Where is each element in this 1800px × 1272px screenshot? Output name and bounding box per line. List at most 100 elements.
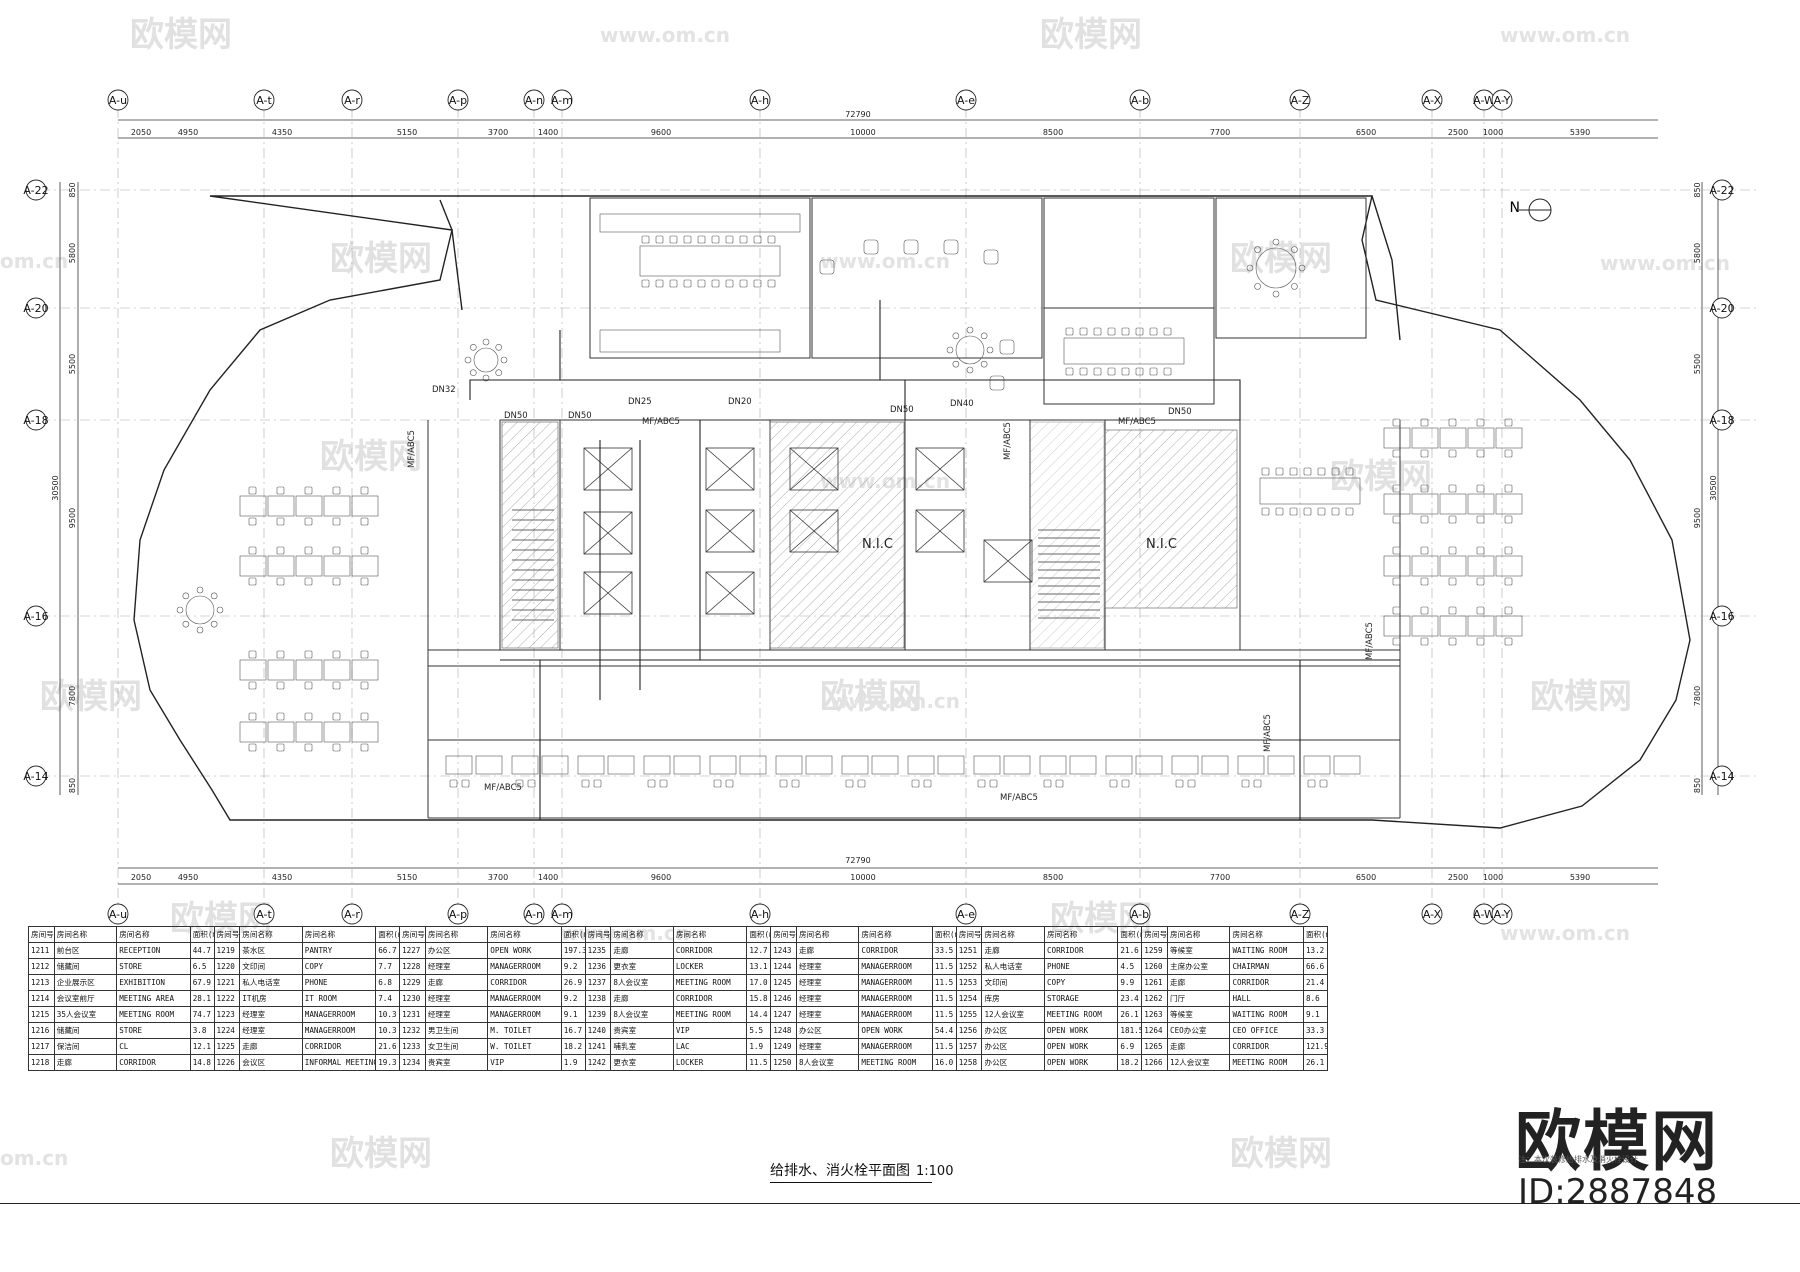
room-schedule-cell: 9.2	[560, 990, 586, 1007]
room-schedule-cell: MEETING ROOM	[672, 974, 748, 991]
room-schedule-cell: MEETING ROOM	[1229, 1054, 1304, 1071]
room-schedule-cell: 茶水区	[239, 942, 303, 959]
room-schedule-cell: 1238	[584, 990, 612, 1007]
grid-row-label: A-20	[1709, 302, 1734, 315]
room-schedule-cell: 74.7	[189, 1006, 215, 1023]
room-schedule-cell: MANAGERROOM	[301, 1022, 377, 1039]
room-schedule-cell: 贵宾室	[424, 1054, 489, 1071]
room-schedule-cell: 7.4	[375, 990, 401, 1007]
grid-axis-label: A-n	[525, 908, 543, 921]
room-schedule-cell: 66.6	[1302, 958, 1329, 975]
room-schedule-cell: CORRIDOR	[672, 942, 748, 959]
grid-axis-label: A-t	[256, 908, 272, 921]
drawing-title: 给排水、消火栓平面图	[770, 1163, 910, 1179]
column-dimension: 5150	[397, 128, 417, 137]
room-schedule-cell: CORRIDOR	[858, 942, 933, 959]
grid-axis-label: A-Y	[1494, 94, 1511, 107]
room-schedule-cell: 44.7	[189, 942, 215, 959]
room-schedule-cell: 67.9	[189, 974, 215, 991]
room-schedule-cell: 1242	[584, 1054, 612, 1071]
room-schedule-header-cell: 房间名称	[610, 926, 674, 943]
room-schedule-cell: INFORMAL MEETING	[301, 1054, 377, 1071]
room-schedule-cell: COPY	[1043, 974, 1119, 991]
room-schedule-cell: 1219	[213, 942, 241, 959]
watermark-url: www.om.cn	[830, 689, 960, 713]
room-schedule-cell: 1261	[1141, 974, 1169, 991]
column-dimension: 2500	[1448, 873, 1468, 882]
room-schedule-cell: 21.6	[375, 1038, 401, 1055]
grid-axis-label: A-p	[449, 908, 467, 921]
room-schedule-cell: 经理室	[239, 1022, 303, 1039]
watermark-logo: 欧模网	[1040, 15, 1142, 55]
room-schedule-cell: 12.7	[746, 942, 772, 959]
room-schedule-cell: 办公区	[981, 1022, 1045, 1039]
pipe-size-tag: DN32	[432, 385, 456, 395]
room-schedule-cell: COPY	[301, 958, 377, 975]
room-schedule-cell: 1250	[770, 1054, 797, 1071]
room-schedule-cell: 1231	[399, 1006, 426, 1023]
room-schedule-cell: 走廊	[610, 942, 674, 959]
column-dimension: 2500	[1448, 128, 1468, 137]
column-dimension: 1000	[1483, 128, 1503, 137]
room-schedule-cell: 1237	[584, 974, 612, 991]
room-schedule-cell: 等候室	[1167, 942, 1231, 959]
room-schedule-cell: 更衣室	[610, 958, 674, 975]
room-schedule-cell: 前台区	[53, 942, 118, 959]
room-schedule-cell: 办公区	[981, 1038, 1045, 1055]
room-schedule-cell: VIP	[672, 1022, 748, 1039]
room-schedule-cell: 19.3	[375, 1054, 401, 1071]
room-schedule-cell: IT机房	[239, 990, 303, 1007]
column-dimension: 4350	[272, 128, 292, 137]
watermark-logo: 欧模网	[40, 677, 142, 717]
room-schedule-cell: 23.4	[1117, 990, 1143, 1007]
room-schedule-cell: 12人会议室	[981, 1006, 1045, 1023]
room-schedule-cell: 1248	[770, 1022, 797, 1039]
watermark-url: www.om.cn	[600, 23, 730, 47]
room-schedule-cell: 9.1	[560, 1006, 586, 1023]
room-schedule-cell: 经理室	[795, 1038, 860, 1055]
room-schedule-cell: 1256	[955, 1022, 983, 1039]
room-schedule-header-cell: 房间号	[28, 926, 55, 943]
axis-bubbles: A-uA-uA-tA-tA-rA-rA-pA-pA-nA-nA-mA-mA-hA…	[23, 89, 1735, 925]
room-schedule-cell: 1211	[28, 942, 55, 959]
room-schedule-header-cell: 面积(m²)	[189, 926, 215, 943]
room-schedule-cell: 1222	[213, 990, 241, 1007]
room-schedule-header-cell: 房间号	[955, 926, 983, 943]
north-arrow: N	[1510, 198, 1552, 222]
room-schedule-cell: 8人会议室	[795, 1054, 860, 1071]
grid-axis-label: A-p	[449, 94, 467, 107]
room-schedule-cell: PANTRY	[301, 942, 377, 959]
room-schedule-cell: LOCKER	[672, 1054, 748, 1071]
pipe-size-tag: DN50	[1168, 407, 1192, 417]
room-schedule-cell: EXHIBITION	[116, 974, 191, 991]
room-schedule-header-cell: 房间号	[213, 926, 241, 943]
room-schedule-cell: LAC	[672, 1038, 748, 1055]
column-dimension: 5390	[1570, 873, 1590, 882]
grid-axis-label: A-e	[957, 908, 975, 921]
room-schedule-cell: CORRIDOR	[1043, 942, 1119, 959]
watermark-logo: 欧模网	[130, 15, 232, 55]
room-schedule-cell: 1213	[28, 974, 55, 991]
room-schedule-cell: CORRIDOR	[1229, 974, 1304, 991]
grid-axis-label: A-m	[551, 94, 573, 107]
room-schedule-cell: 走廊	[424, 974, 489, 991]
row-dimension: 850	[1693, 182, 1702, 197]
room-schedule-header-cell: 房间号	[584, 926, 612, 943]
room-schedule-cell: 17.0	[746, 974, 772, 991]
grid-axis-label: A-b	[1131, 94, 1149, 107]
room-schedule-cell: 9.9	[1117, 974, 1143, 991]
room-schedule-cell: 6.5	[189, 958, 215, 975]
grid-axis-label: A-W	[1473, 94, 1495, 107]
room-schedule-header-cell: 面积(m²)	[931, 926, 957, 943]
room-schedule-cell: 1264	[1141, 1022, 1169, 1039]
room-schedule-cell: VIP	[487, 1054, 562, 1071]
room-schedule-cell: 11.5	[931, 1006, 957, 1023]
room-schedule-cell: 54.4	[931, 1022, 957, 1039]
grid-axis-label: A-u	[109, 908, 127, 921]
room-schedule-cell: CORRIDOR	[672, 990, 748, 1007]
building-outline	[133, 195, 1691, 829]
pipe-size-tag: DN25	[628, 397, 652, 407]
